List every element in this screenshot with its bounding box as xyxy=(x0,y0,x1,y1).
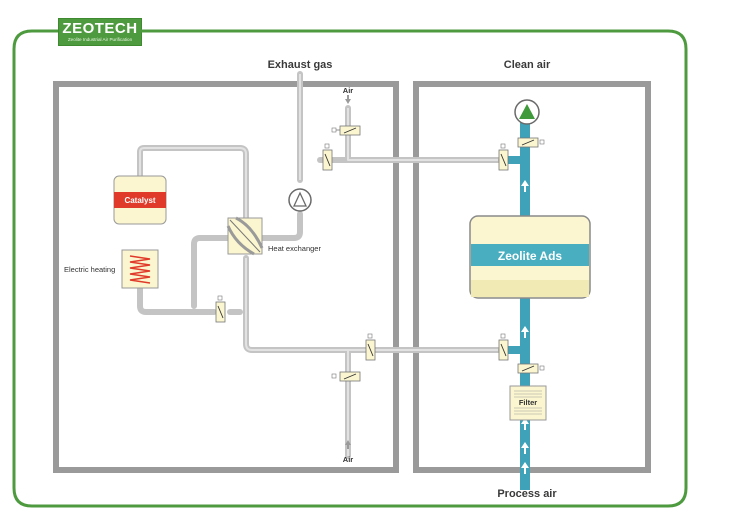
grey-piping xyxy=(137,71,501,459)
filter-icon xyxy=(509,385,547,421)
zeolite-adsorber xyxy=(469,215,591,299)
electric-heating-label: Electric heating xyxy=(64,265,115,274)
clean-air-pipe xyxy=(504,110,530,490)
catalyst-label: Catalyst xyxy=(124,196,155,205)
brand-name: ZEOTECH xyxy=(62,20,138,37)
brand-tagline: Zeolite Industrial Air Purification xyxy=(67,37,133,42)
process-air-label: Process air xyxy=(497,488,557,500)
damper-icon xyxy=(215,295,226,323)
heater-coil-icon xyxy=(121,249,159,289)
outer-frame xyxy=(12,29,688,508)
air-inlet-bottom-label: Air xyxy=(343,455,354,464)
brand-logo: ZEOTECH Zeolite Industrial Air Purificat… xyxy=(58,18,142,46)
left-panel xyxy=(53,81,399,473)
damper-icon xyxy=(517,137,545,148)
filter-label: Filter xyxy=(519,398,537,407)
zeolite-label: Zeolite Ads xyxy=(498,249,563,263)
fan-icon xyxy=(514,99,540,125)
heat-exchanger-label: Heat exchanger xyxy=(268,244,321,253)
air-inlet-top-label: Air xyxy=(343,86,354,95)
air-inlet-arrow-icon xyxy=(345,440,351,449)
right-panel xyxy=(413,81,651,473)
heat-exchanger xyxy=(226,216,264,256)
fan-icon xyxy=(288,188,312,212)
clean-air-label: Clean air xyxy=(504,59,551,71)
damper-icon xyxy=(322,143,333,171)
damper-icon xyxy=(517,363,545,374)
exhaust-gas-label: Exhaust gas xyxy=(268,59,333,71)
damper-icon xyxy=(331,125,361,136)
damper-icon xyxy=(498,333,509,361)
flow-arrow-icon xyxy=(521,180,529,474)
damper-icon xyxy=(365,333,376,361)
catalyst-unit xyxy=(113,175,167,225)
damper-icon xyxy=(498,143,509,171)
damper-icon xyxy=(331,371,361,382)
air-inlet-arrow-icon xyxy=(345,95,351,104)
